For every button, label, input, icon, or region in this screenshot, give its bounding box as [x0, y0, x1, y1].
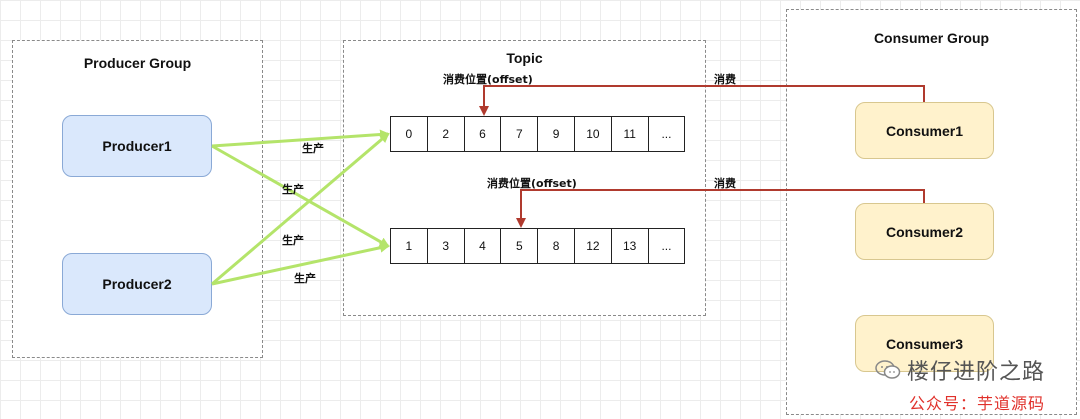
watermark: 楼仔进阶之路 公众号：芋道源码 — [875, 354, 1045, 414]
queue-2-cell: 8 — [537, 228, 575, 264]
consume-edge — [516, 189, 925, 228]
offset-label: 消费位置(offset) — [487, 177, 577, 190]
queue-2: 1 3 4 5 8 12 13 ... — [390, 228, 686, 264]
topic-title: Topic — [506, 50, 543, 66]
consumer2-node[interactable]: Consumer2 — [855, 203, 994, 260]
produce-label: 生产 — [282, 183, 304, 196]
queue-2-cell: ... — [647, 228, 686, 264]
queue-2-cell: 12 — [573, 228, 612, 264]
watermark-title: 楼仔进阶之路 — [906, 360, 1045, 385]
queue-1-cell: 7 — [500, 116, 539, 152]
queue-2-cell: 5 — [500, 228, 539, 264]
queue-1-cell: 0 — [390, 116, 428, 152]
queue-1-cell: ... — [647, 116, 686, 152]
queue-2-cell: 13 — [610, 228, 649, 264]
produce-edge — [211, 129, 390, 148]
queue-2-cell: 1 — [390, 228, 428, 264]
queue-1-cell: 11 — [610, 116, 649, 152]
consumer-group-title: Consumer Group — [873, 30, 990, 46]
produce-edge — [211, 132, 390, 286]
produce-label: 生产 — [302, 142, 324, 155]
producer-group-title: Producer Group — [83, 55, 192, 71]
producer1-node[interactable]: Producer1 — [62, 115, 212, 177]
queue-1-cell: 2 — [426, 116, 465, 152]
consume-label: 消费 — [714, 73, 736, 86]
produce-edge — [211, 144, 390, 248]
produce-edge — [211, 242, 390, 286]
consume-label: 消费 — [714, 177, 736, 190]
queue-2-cell: 3 — [426, 228, 465, 264]
queue-1: 0 2 6 7 9 10 11 ... — [390, 116, 686, 152]
produce-label: 生产 — [282, 234, 304, 247]
wechat-icon — [875, 360, 901, 379]
queue-1-cell: 9 — [537, 116, 575, 152]
watermark-subtitle: 公众号：芋道源码 — [908, 394, 1045, 413]
produce-label: 生产 — [294, 272, 316, 285]
consume-edge — [479, 85, 925, 116]
producer2-node[interactable]: Producer2 — [62, 253, 212, 315]
queue-1-cell: 6 — [463, 116, 502, 152]
offset-label: 消费位置(offset) — [443, 73, 533, 86]
consumer1-node[interactable]: Consumer1 — [855, 102, 994, 159]
queue-1-cell: 10 — [573, 116, 612, 152]
